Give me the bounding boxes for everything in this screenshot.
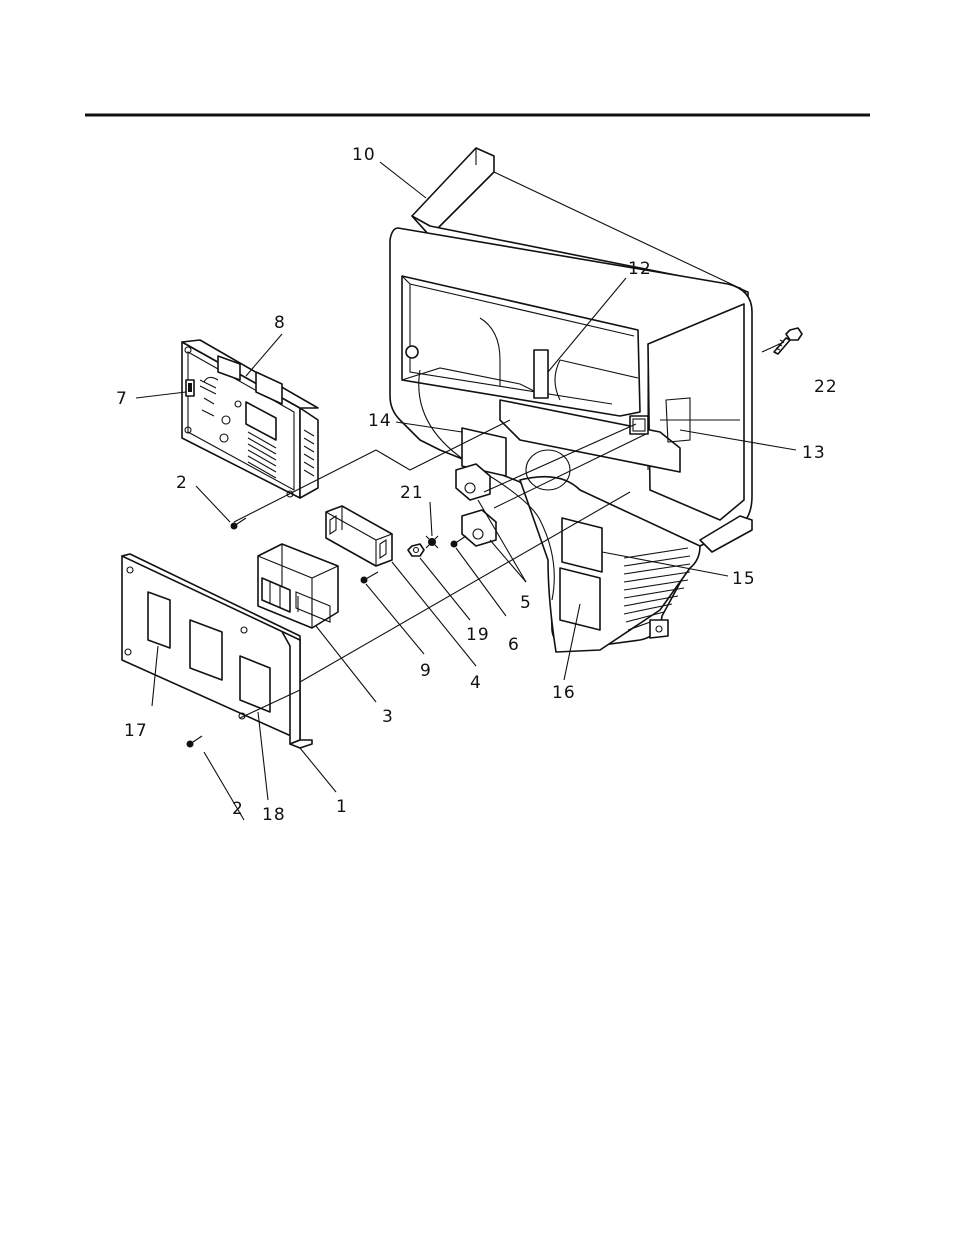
label-21: 21 [400,483,424,503]
label-12: 12 [628,259,652,279]
label-22: 22 [814,377,838,397]
label-8: 8 [274,313,286,333]
label-6: 6 [508,635,520,655]
part-5-terminal-lugs [456,464,496,546]
part-10-housing [390,148,752,652]
label-13: 13 [802,443,826,463]
label-19: 19 [466,625,490,645]
label-17: 17 [124,721,148,741]
label-4: 4 [470,673,482,693]
label-5: 5 [520,593,532,613]
label-18: 18 [262,805,286,825]
part-4-bracket [326,506,392,566]
part-19-nut [408,544,424,556]
part-9-screw [361,572,379,584]
part-2-screw-lower [187,736,203,748]
label-2-upper: 2 [176,473,188,493]
label-1: 1 [336,797,348,817]
part-3-breaker [258,544,338,628]
label-16: 16 [552,683,576,703]
part-6-screw [451,536,467,548]
part-21-washer [426,536,438,548]
part-22-bolt [774,328,802,354]
label-15: 15 [732,569,756,589]
label-2-lower: 2 [232,799,244,819]
label-10: 10 [352,145,376,165]
label-14: 14 [368,411,392,431]
label-3: 3 [382,707,394,727]
label-9: 9 [420,661,432,681]
part-8-control-module [182,340,318,498]
label-7: 7 [116,389,128,409]
